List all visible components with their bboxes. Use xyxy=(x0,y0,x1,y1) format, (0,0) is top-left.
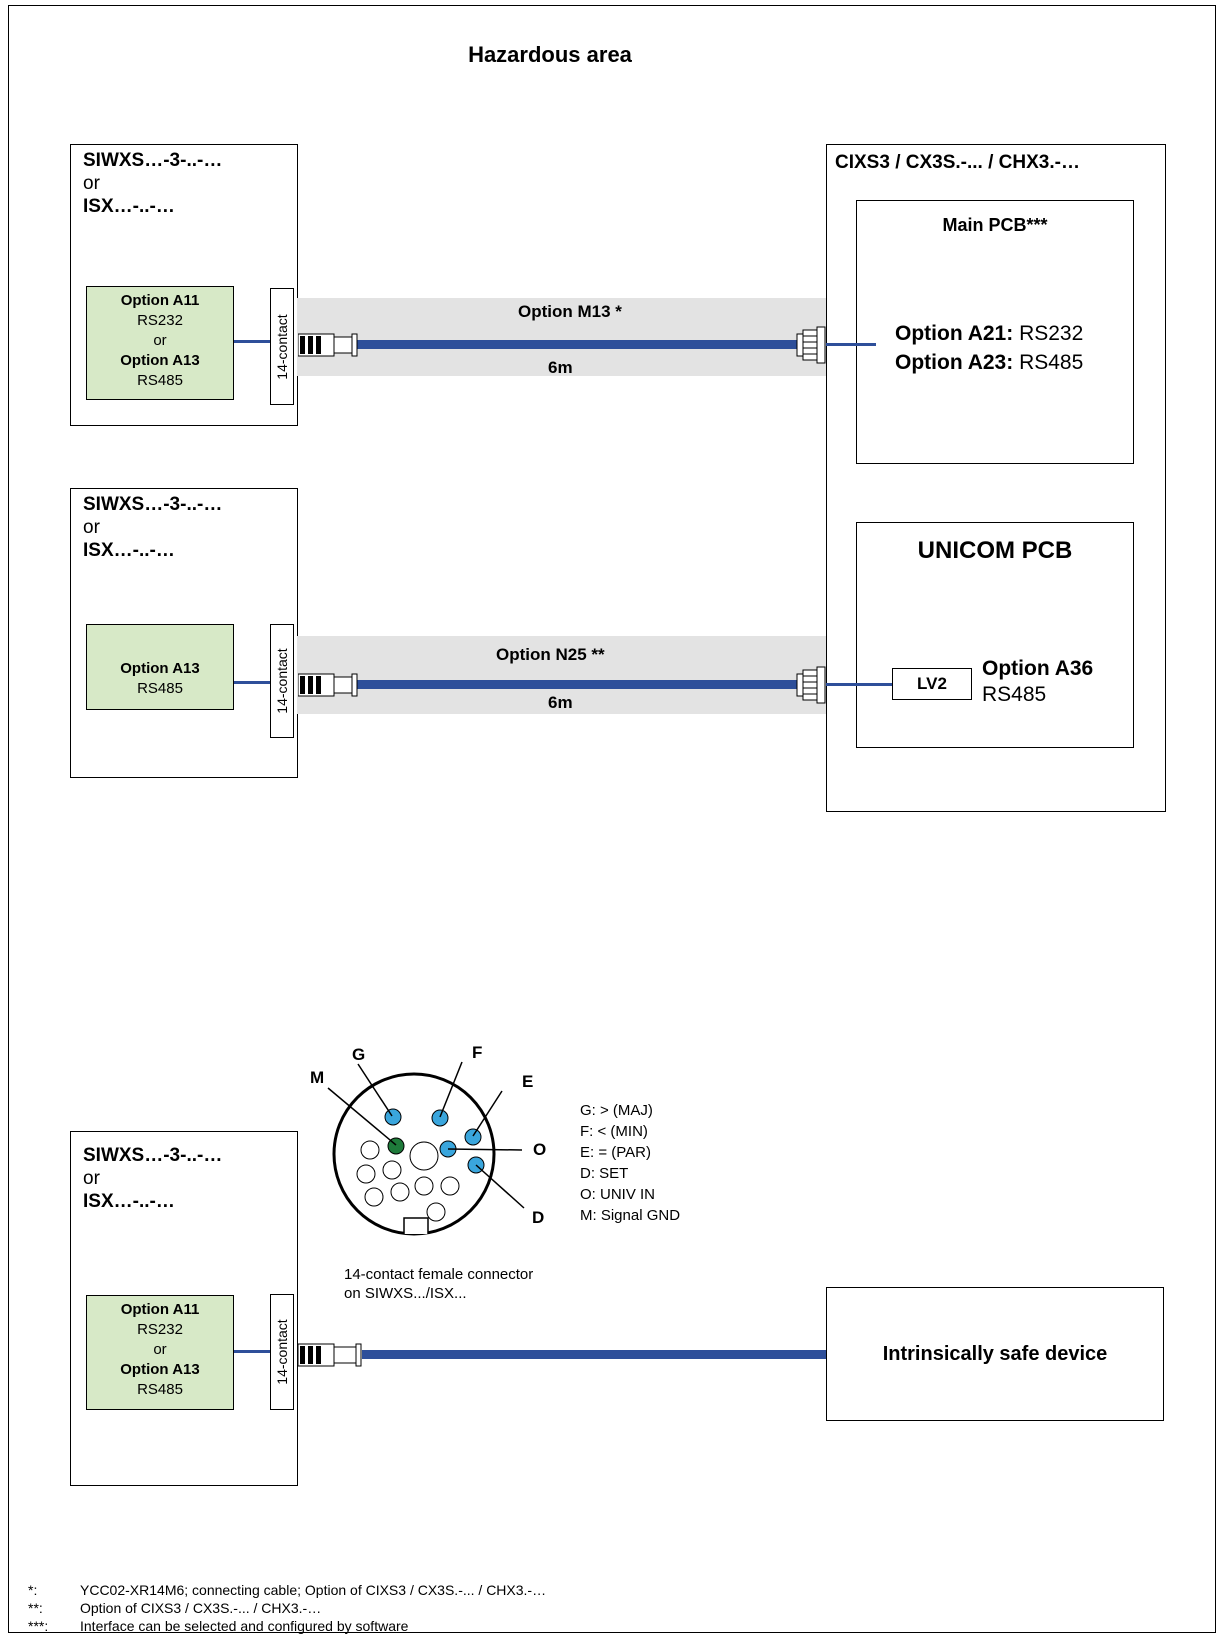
lv2-box: LV2 xyxy=(892,668,972,700)
footnote-3-mark: ***: xyxy=(28,1618,49,1634)
wire-unicom xyxy=(826,683,892,686)
contact-strip-3: 14-contact xyxy=(270,1294,294,1410)
connector-diagram xyxy=(327,1061,525,1236)
cable-1-length: 6m xyxy=(548,358,573,377)
plug-left-1-icon xyxy=(298,333,358,357)
main-pcb-options: Option A21: RS232 Option A23: RS485 xyxy=(895,322,1084,374)
footnote-1-mark: *: xyxy=(28,1582,38,1598)
footnote-3-text: Interface can be selected and configured… xyxy=(80,1618,409,1634)
pin-label-f: F xyxy=(472,1043,483,1062)
pin-f xyxy=(431,1109,449,1127)
cable-band-1 xyxy=(297,298,827,376)
footnote-2-text: Option of CIXS3 / CX3S.-... / CHX3.-… xyxy=(80,1600,322,1616)
plug-left-3-icon xyxy=(298,1343,362,1367)
unicom-option: Option A36 RS485 xyxy=(982,657,1094,706)
pin-label-o: O xyxy=(533,1140,547,1159)
footnote-2-mark: **: xyxy=(28,1600,43,1616)
connector-caption: 14-contact female connector on SIWXS.../… xyxy=(344,1266,534,1302)
pin-label-d: D xyxy=(532,1208,545,1227)
option-box-3: Option A11 RS232 or Option A13 RS485 xyxy=(86,1295,234,1410)
wire-2a xyxy=(234,681,270,684)
option-box-1: Option A11 RS232 or Option A13 RS485 xyxy=(86,286,234,400)
cable-3 xyxy=(362,1350,828,1359)
wire-3a xyxy=(234,1350,270,1353)
main-pcb-title: Main PCB*** xyxy=(942,215,1048,235)
wire-main-pcb xyxy=(826,343,876,346)
main-pcb-box: Main PCB*** Option A21: RS232 Option A23… xyxy=(856,200,1134,464)
pin-e xyxy=(464,1128,482,1146)
cable-1-option: Option M13 * xyxy=(518,302,622,321)
page-title: Hazardous area xyxy=(468,42,632,67)
cable-band-2 xyxy=(297,636,827,714)
device-box-2: SIWXS…-3-..-… or ISX…-..-… xyxy=(70,488,298,778)
footnote-1-text: YCC02-XR14M6; connecting cable; Option o… xyxy=(80,1582,547,1598)
cable-2-length: 6m xyxy=(548,693,573,712)
device-label-1: SIWXS…-3-..-… or ISX…-..-… xyxy=(83,150,223,217)
pin-label-g: G xyxy=(352,1045,366,1064)
gland-right-1-icon xyxy=(796,326,826,364)
right-device-title: CIXS3 / CX3S.-... / CHX3.-… xyxy=(835,152,1080,173)
contact-strip-1: 14-contact xyxy=(270,288,294,405)
gland-right-2-icon xyxy=(796,666,826,704)
pin-label-e: E xyxy=(522,1072,534,1091)
wire-1a xyxy=(234,340,270,343)
pin-legend: G: > (MAJ) F: < (MIN) E: = (PAR) D: SET … xyxy=(580,1102,681,1224)
contact-strip-2: 14-contact xyxy=(270,624,294,738)
pin-g xyxy=(384,1108,402,1126)
unicom-pcb-title: UNICOM PCB xyxy=(917,537,1073,564)
safe-device-box: Intrinsically safe device xyxy=(826,1287,1164,1421)
cable-2 xyxy=(356,680,800,689)
device-label-2: SIWXS…-3-..-… or ISX…-..-… xyxy=(83,494,223,561)
cable-1 xyxy=(356,340,800,349)
option-box-2: Option A13 RS485 xyxy=(86,624,234,710)
cable-2-option: Option N25 ** xyxy=(496,645,605,664)
unicom-pcb-box: UNICOM PCB xyxy=(856,522,1134,748)
plug-left-2-icon xyxy=(298,673,358,697)
device-label-3: SIWXS…-3-..-… or ISX…-..-… xyxy=(83,1145,223,1212)
pin-label-m: M xyxy=(310,1068,325,1087)
